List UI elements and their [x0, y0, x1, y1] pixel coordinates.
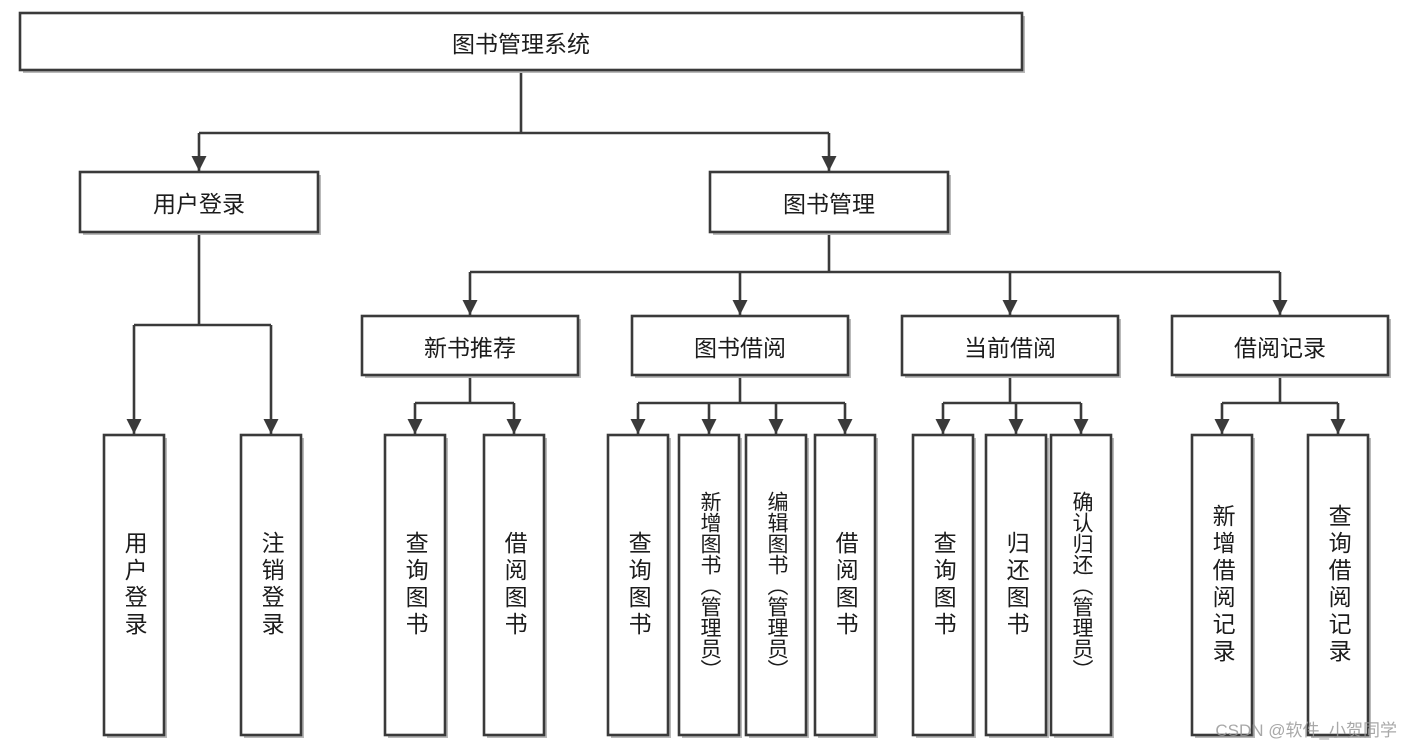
- arrowhead: [1008, 419, 1024, 434]
- arrowhead: [506, 419, 522, 434]
- node-box-root[interactable]: [18, 11, 1024, 72]
- node-box-leaf-query-record[interactable]: [1306, 433, 1370, 737]
- arrowhead: [1214, 419, 1230, 434]
- node-box-leaf-borrow-book-2[interactable]: [813, 433, 877, 737]
- nodes-layer: [18, 11, 1391, 738]
- node-box-leaf-logout[interactable]: [239, 433, 303, 737]
- node-box-current-borrow[interactable]: [900, 314, 1120, 377]
- arrowhead: [768, 419, 784, 434]
- node-box-leaf-user-login[interactable]: [102, 433, 166, 737]
- node-box-leaf-add-book[interactable]: [677, 433, 741, 737]
- node-box-new-book-recommend[interactable]: [360, 314, 580, 377]
- node-box-leaf-return-book[interactable]: [984, 433, 1048, 737]
- watermark-text: CSDN @软件_小贺同学: [1215, 721, 1397, 740]
- arrowhead: [1330, 419, 1346, 434]
- node-box-leaf-edit-book[interactable]: [744, 433, 808, 737]
- arrowhead: [462, 300, 478, 315]
- node-box-leaf-borrow-book-1[interactable]: [482, 433, 546, 737]
- node-box-leaf-query-book-3[interactable]: [911, 433, 975, 737]
- arrowhead: [701, 419, 717, 434]
- node-box-leaf-query-book-1[interactable]: [383, 433, 447, 737]
- arrowhead: [732, 300, 748, 315]
- node-box-book-borrow[interactable]: [630, 314, 850, 377]
- arrowhead: [191, 156, 207, 171]
- node-box-borrow-records[interactable]: [1170, 314, 1390, 377]
- arrowhead: [837, 419, 853, 434]
- arrowhead: [935, 419, 951, 434]
- arrowhead: [263, 419, 279, 434]
- node-box-user-login[interactable]: [78, 170, 320, 234]
- arrowhead: [126, 419, 142, 434]
- node-box-leaf-confirm-return[interactable]: [1049, 433, 1113, 737]
- arrowhead: [407, 419, 423, 434]
- arrowhead: [1073, 419, 1089, 434]
- arrowhead: [821, 156, 837, 171]
- arrowhead: [1002, 300, 1018, 315]
- node-box-book-management[interactable]: [708, 170, 950, 234]
- node-box-leaf-add-record[interactable]: [1190, 433, 1254, 737]
- edges-layer: [126, 70, 1346, 434]
- node-box-leaf-query-book-2[interactable]: [606, 433, 670, 737]
- arrowhead: [630, 419, 646, 434]
- arrowhead: [1272, 300, 1288, 315]
